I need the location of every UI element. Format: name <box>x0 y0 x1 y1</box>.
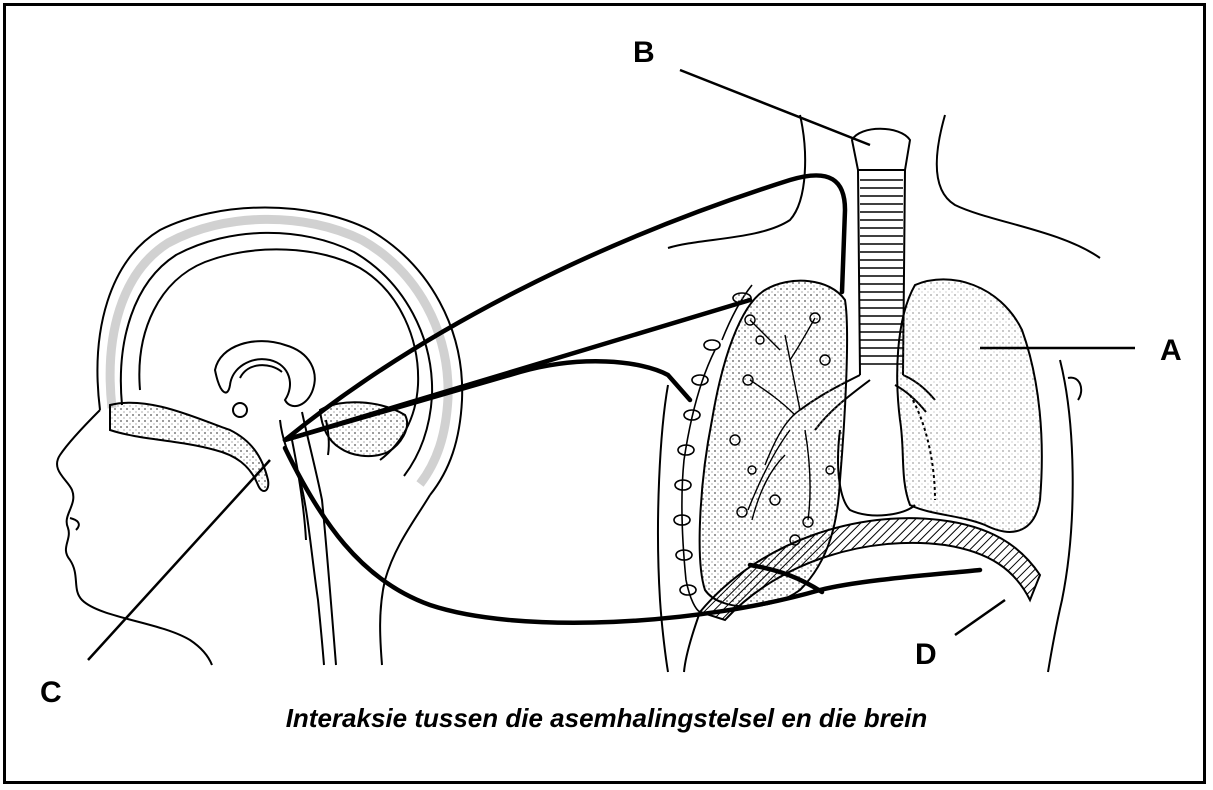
lung-right <box>897 279 1042 532</box>
leader-c <box>88 460 270 660</box>
label-a: A <box>1160 336 1182 366</box>
leader-d <box>955 600 1005 635</box>
corpus-callosum <box>215 341 315 406</box>
larynx <box>852 129 910 170</box>
leader-b <box>680 70 870 145</box>
head-section <box>57 208 462 666</box>
face-profile <box>57 410 212 665</box>
thorax-section <box>658 115 1100 672</box>
figure-caption: Interaksie tussen die asemhalingstelsel … <box>0 703 1213 734</box>
brainstem <box>280 420 324 665</box>
neck-right <box>937 115 1100 258</box>
label-b: B <box>633 38 655 68</box>
trachea-rings <box>860 180 903 364</box>
label-d: D <box>915 640 937 670</box>
